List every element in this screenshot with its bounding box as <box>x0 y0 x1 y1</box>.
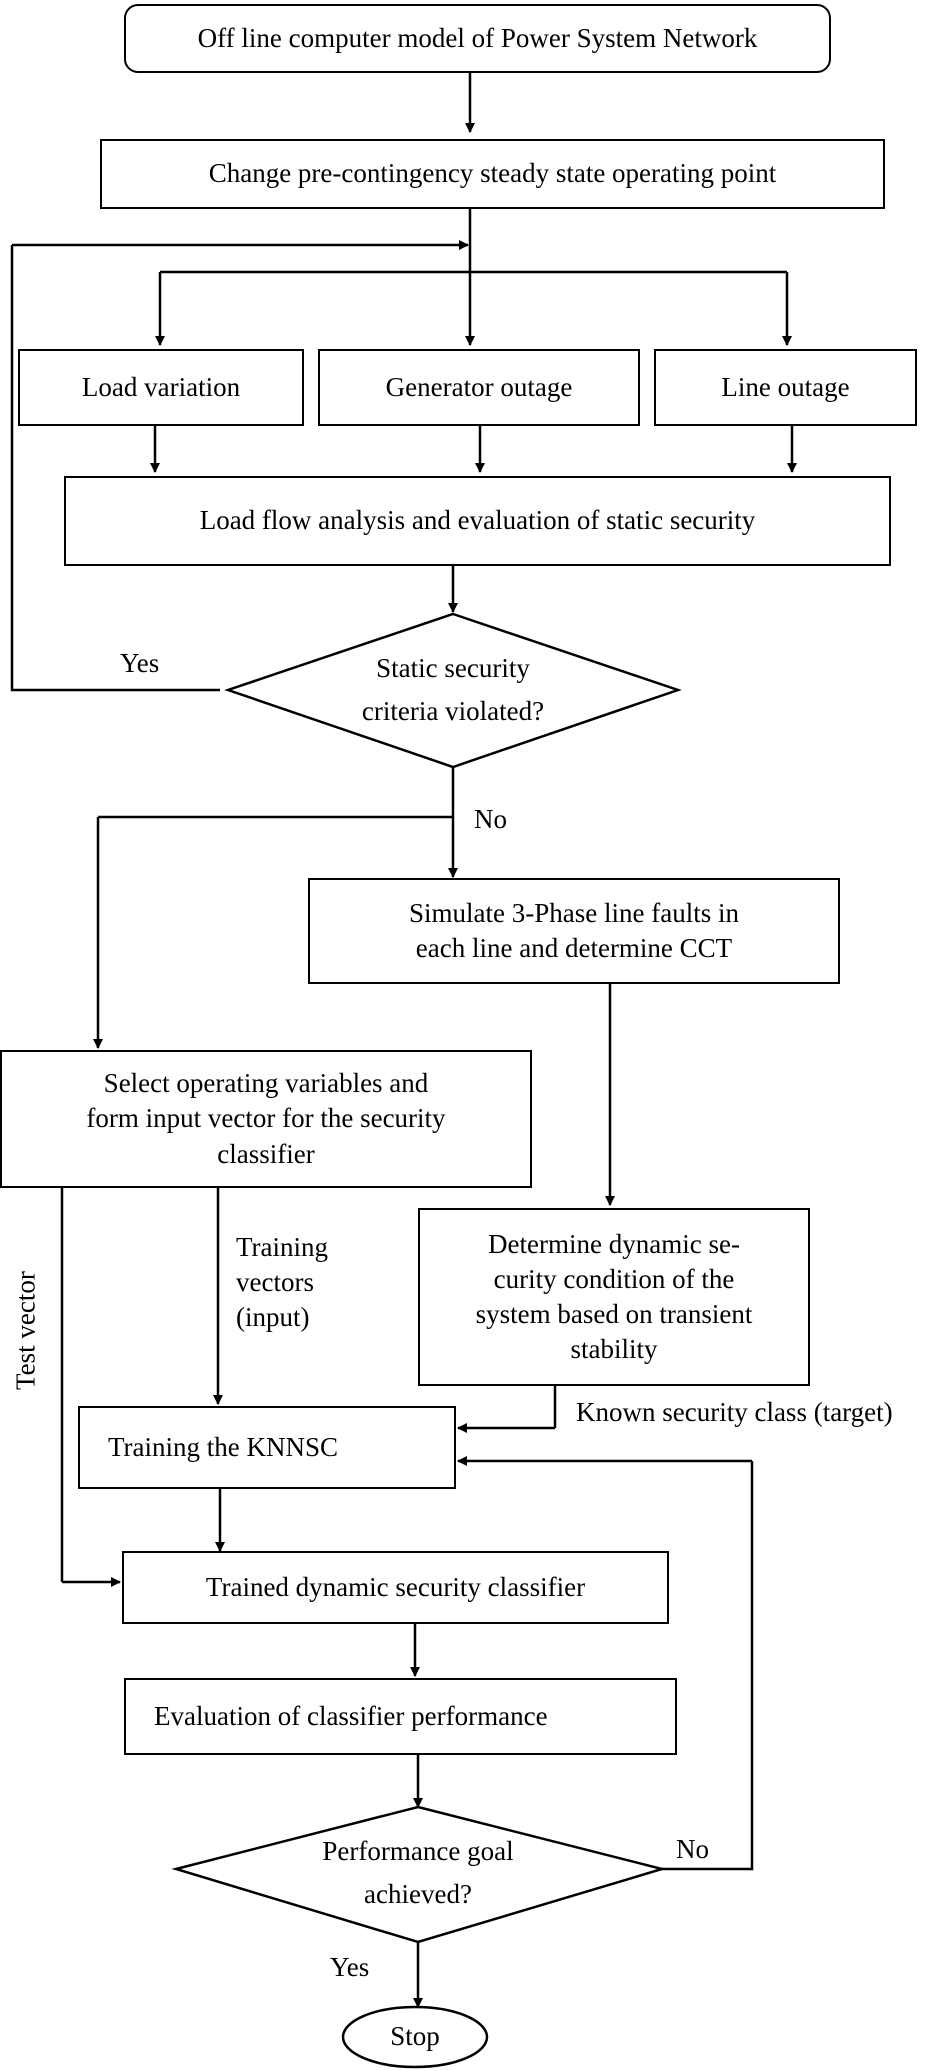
select-variables-text: Select operating variables and form inpu… <box>86 1068 446 1169</box>
generator-outage-box: Generator outage <box>318 349 640 426</box>
load-variation-box: Load variation <box>18 349 304 426</box>
yes-loop-line <box>10 245 220 692</box>
load-flow-analysis-text: Load flow analysis and evaluation of sta… <box>199 505 756 536</box>
select-variables-box: Select operating variables and form inpu… <box>0 1050 532 1188</box>
stop-terminal-shape <box>341 2005 489 2069</box>
yes-performance-label: Yes <box>330 1952 370 1982</box>
performance-decision-text: Performance goal achieved? <box>322 1835 514 1909</box>
static-security-decision-shape <box>224 612 682 769</box>
line-outage-text: Line outage <box>721 371 850 402</box>
yes-static-label: Yes <box>120 648 160 678</box>
no-static-label: No <box>474 804 507 834</box>
line-outage-box: Line outage <box>654 349 917 426</box>
change-operating-point-box: Change pre-contingency steady state oper… <box>100 139 885 209</box>
no-performance-label: No <box>676 1834 709 1864</box>
performance-decision-shape <box>171 1805 667 1944</box>
offline-model-box: Off line computer model of Power System … <box>124 4 831 73</box>
determine-dynamic-security-box: Determine dynamic se- curity condition o… <box>418 1208 810 1386</box>
load-variation-text: Load variation <box>81 371 241 402</box>
offline-model-text: Off line computer model of Power System … <box>197 22 758 53</box>
line-no-performance-loop <box>662 1461 754 1871</box>
evaluation-text: Evaluation of classifier performance <box>154 1700 548 1731</box>
trained-classifier-text: Trained dynamic security classifier <box>205 1571 586 1602</box>
generator-outage-text: Generator outage <box>385 371 573 402</box>
known-security-class-label: Known security class (target) <box>576 1397 893 1427</box>
static-security-decision-text: Static security criteria violated? <box>361 652 545 726</box>
load-flow-analysis-box: Load flow analysis and evaluation of sta… <box>64 476 891 566</box>
training-vectors-label: Training vectors (input) <box>236 1232 329 1333</box>
stop-text: Stop <box>390 2021 440 2052</box>
training-knnsc-box: Training the KNNSC <box>78 1406 456 1489</box>
simulate-faults-text: Simulate 3-Phase line faults in each lin… <box>409 897 739 963</box>
trained-classifier-box: Trained dynamic security classifier <box>122 1551 669 1624</box>
training-knnsc-text: Training the KNNSC <box>108 1431 339 1462</box>
evaluation-box: Evaluation of classifier performance <box>124 1678 677 1755</box>
simulate-faults-box: Simulate 3-Phase line faults in each lin… <box>308 878 840 984</box>
change-operating-point-text: Change pre-contingency steady state oper… <box>208 158 777 189</box>
determine-dynamic-security-text: Determine dynamic se- curity condition o… <box>475 1228 753 1365</box>
test-vector-rotated: Test vector <box>10 1271 41 1390</box>
